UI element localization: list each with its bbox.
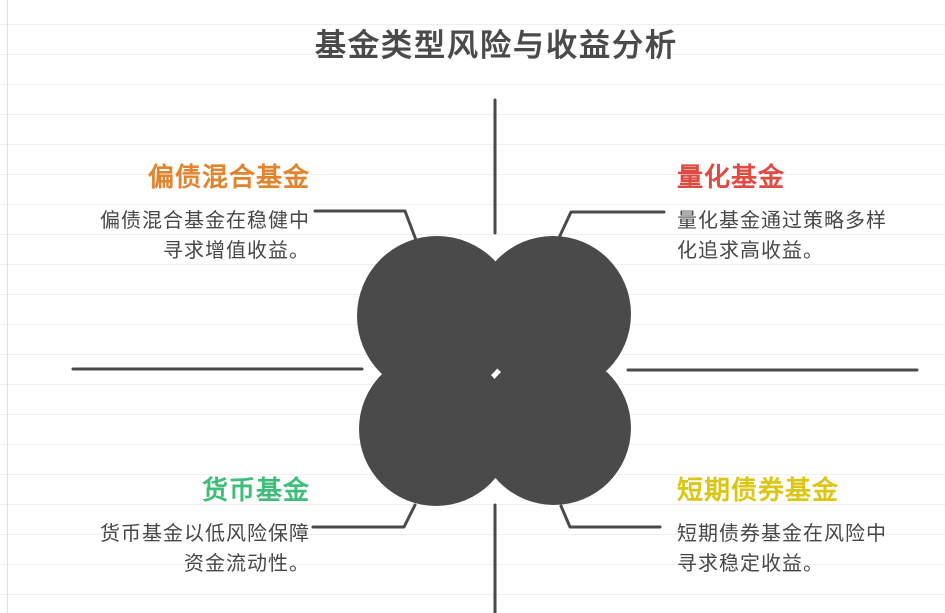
quadrant-bottom-left: 货币基金 货币基金以低风险保障 资金流动性。: [48, 475, 310, 578]
connector-top-right: [555, 210, 666, 244]
quadrant-body: 量化基金通过策略多样 化追求高收益。: [677, 208, 887, 262]
clover-circle-top-left: [357, 236, 517, 396]
quadrant-heading: 短期债券基金: [677, 476, 840, 506]
connector-bottom-right: [559, 504, 662, 529]
quadrant-body: 货币基金以低风险保障 资金流动性。: [100, 521, 310, 575]
quadrant-heading: 偏债混合基金: [147, 163, 310, 193]
clover-circle-bottom-right: [477, 351, 631, 505]
quadrant-bottom-right: 短期债券基金 短期债券基金在风险中 寻求稳定收益。: [677, 475, 939, 578]
clover-circle-top-right: [475, 236, 631, 392]
connector-top-left: [313, 209, 418, 242]
quadrant-body: 短期债券基金在风险中 寻求稳定收益。: [677, 521, 887, 575]
clover-circle-bottom-left: [359, 352, 513, 506]
quadrant-body: 偏债混合基金在稳健中 寻求增值收益。: [100, 208, 310, 262]
quadrant-top-left: 偏债混合基金 偏债混合基金在稳健中 寻求增值收益。: [48, 162, 310, 265]
clover-shape: [357, 236, 631, 506]
quadrant-heading: 量化基金: [677, 163, 786, 193]
connector-bottom-left: [311, 503, 417, 529]
page-title: 基金类型风险与收益分析: [315, 28, 678, 64]
quadrant-heading: 货币基金: [201, 476, 310, 506]
quadrant-top-right: 量化基金 量化基金通过策略多样 化追求高收益。: [677, 162, 939, 265]
